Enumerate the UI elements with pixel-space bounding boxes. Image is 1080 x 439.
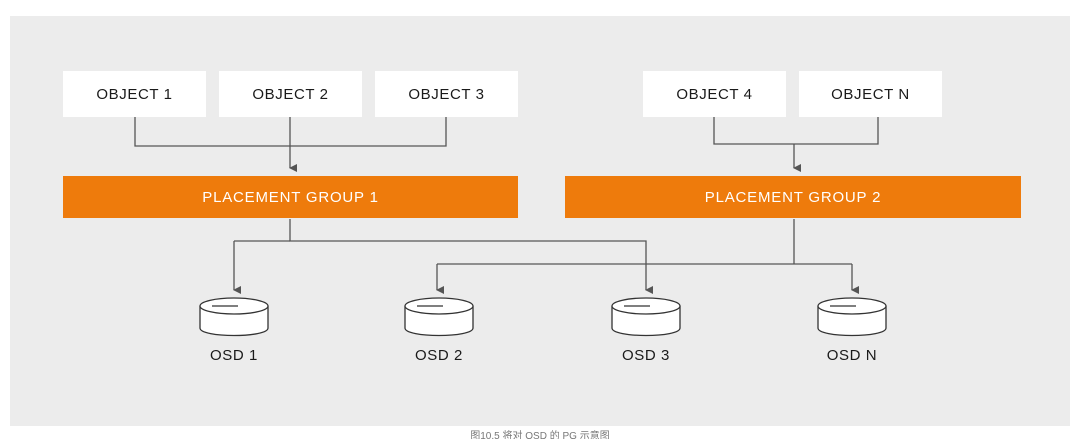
osd1-disk-icon [199,297,269,337]
object-2-label: OBJECT 2 [252,85,329,103]
placement-group-1-label: PLACEMENT GROUP 1 [202,188,379,206]
figure-caption: 图10.5 将对 OSD 的 PG 示意图 [470,431,610,439]
placement-group-1: PLACEMENT GROUP 1 [63,176,518,218]
osd-3-label: OSD 3 [621,347,670,364]
osd-n-label: OSD N [826,347,878,364]
object-4-label: OBJECT 4 [676,85,753,103]
osd3-disk-icon [611,297,681,337]
object-1-box: OBJECT 1 [63,71,206,117]
osd-2-label: OSD 2 [414,347,463,364]
object-3-box: OBJECT 3 [375,71,518,117]
osd2-disk-icon [404,297,474,337]
object-n-box: OBJECT N [799,71,942,117]
connector-pg1-bus [289,219,653,294]
osdn-disk-icon [817,297,887,337]
object-2-box: OBJECT 2 [219,71,362,117]
connector-pg1-osd1 [234,240,290,290]
placement-group-2: PLACEMENT GROUP 2 [565,176,1021,218]
object-3-label: OBJECT 3 [408,85,485,103]
connector-objects-to-pg2 [713,117,879,145]
placement-group-2-label: PLACEMENT GROUP 2 [704,188,882,206]
osd-1-label: OSD 1 [209,347,258,364]
object-4-box: OBJECT 4 [643,71,786,117]
object-n-label: OBJECT N [831,85,910,103]
object-1-label: OBJECT 1 [96,85,173,103]
